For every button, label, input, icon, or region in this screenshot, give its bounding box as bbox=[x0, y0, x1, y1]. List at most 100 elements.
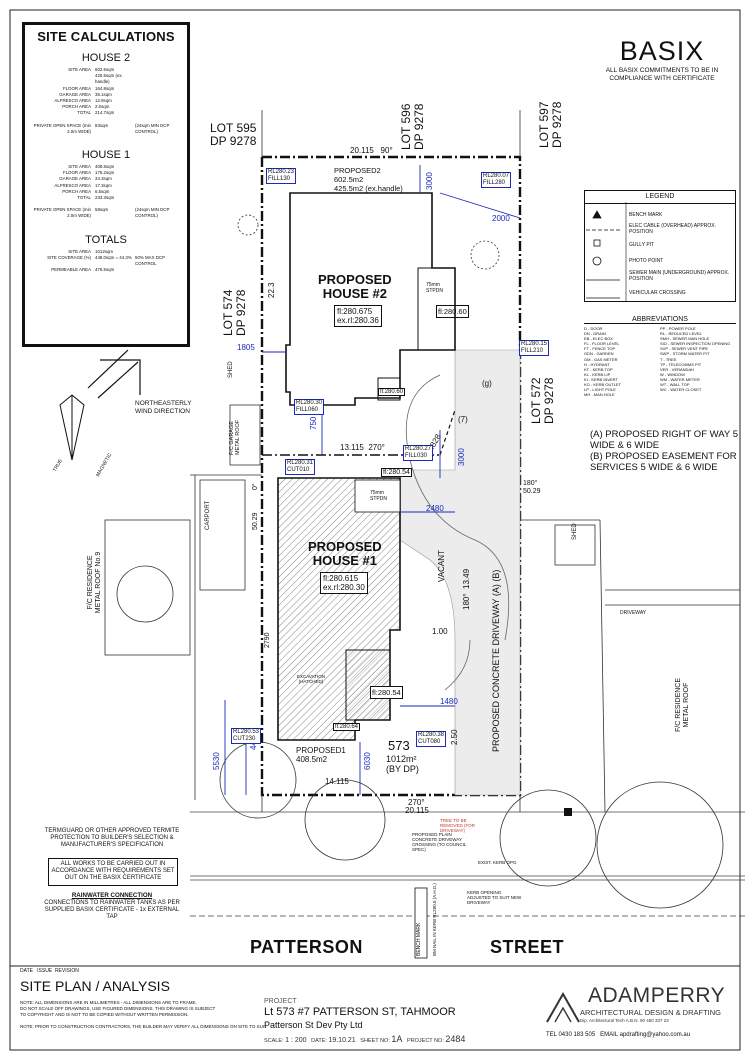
dim-2480: 2480 bbox=[426, 504, 444, 513]
note-a: (A) PROPOSED RIGHT OF WAY 5 WIDE & 6 WID… bbox=[590, 429, 738, 451]
sheet-border bbox=[9, 9, 741, 1051]
rl-tag-9: fl:280.54 bbox=[381, 468, 412, 477]
driveway-label: PROPOSED CONCRETE DRIVEWAY (A) (B) bbox=[491, 569, 501, 752]
gully-pit-icon bbox=[593, 239, 601, 247]
legend-box: LEGEND BENCH MARK ELEC CABLE (OVERHEAD) … bbox=[584, 190, 736, 302]
lot-573-number: 573 bbox=[388, 738, 410, 753]
legend-icons bbox=[586, 210, 620, 299]
dim-3000-top: 3000 bbox=[425, 172, 434, 190]
crossing-note: PROPOSED PLAIN CONCRETE DRIVEWAY CROSSIN… bbox=[412, 832, 467, 852]
label-g: (g) bbox=[482, 379, 492, 388]
house1-fl2: fl:280.54 bbox=[370, 686, 403, 699]
dim-top-boundary: 20.115 90° bbox=[350, 146, 393, 155]
abbreviation-item: KO - KERB OUTLET bbox=[584, 382, 622, 388]
shed-right: SHED bbox=[572, 523, 578, 540]
tree-yard-2 bbox=[237, 214, 259, 236]
shed-left: SHED bbox=[228, 361, 234, 378]
bench-mark-icon bbox=[592, 210, 602, 219]
abbreviation-item: FL - FLOOR LEVEL bbox=[584, 341, 620, 347]
abbreviation-item: GM - GAS METER bbox=[584, 356, 618, 362]
house2-garage bbox=[417, 267, 456, 351]
legend-item: GULLY PIT bbox=[629, 242, 655, 248]
calc-house1-pos: PRIVATE OPEN SPACE (min 2.0m WIDE) 58sqm… bbox=[33, 207, 170, 219]
basix-title: BASIX bbox=[619, 36, 705, 66]
firm-contact: TEL 0430 183 505 EMAIL apdrafting@yahoo.… bbox=[546, 1032, 691, 1038]
legend-item: ELEC CABLE (OVERHEAD) APPROX. POSITION bbox=[629, 223, 716, 235]
calc-house1-heading: HOUSE 1 bbox=[81, 149, 131, 162]
right-of-way-notes: (A) PROPOSED RIGHT OF WAY 5 WIDE & 6 WID… bbox=[590, 429, 740, 474]
abbreviation-item: WM - WATER METER bbox=[660, 376, 700, 382]
revision-headers: DATE ISSUE REVISION bbox=[20, 968, 79, 974]
street-name-right: STREET bbox=[490, 937, 565, 957]
abbreviation-item: MH - MAN HOLE bbox=[584, 392, 615, 398]
calc-row: 425.5sqm (ex. handle) bbox=[95, 73, 123, 85]
tree-left-1 bbox=[116, 565, 174, 623]
abbreviation-item: KL - KERB LIP bbox=[584, 371, 611, 377]
kerb-adjust-note: KERB OPENING ADJUSTED TO SUIT NEW DRIVEW… bbox=[467, 890, 522, 905]
bench-mark-detail: BM NAIL IN KERB RL280.0 (A.H.D.) bbox=[432, 883, 437, 956]
dim-1480: 1480 bbox=[440, 697, 458, 706]
rainwater-title: RAINWATER CONNECTION bbox=[71, 892, 153, 899]
dim-left-bearing: 0° bbox=[252, 483, 259, 490]
dim-left-length: 50.29 bbox=[252, 512, 259, 530]
firm-subtitle-2: Dip. Architectural Tech A.B.N. 90 450 33… bbox=[580, 1018, 669, 1023]
calc-totals-heading: TOTALS bbox=[85, 233, 127, 246]
photo-point-icon bbox=[592, 256, 602, 266]
dim-5530: 5530 bbox=[212, 752, 221, 770]
calc-house2-heading: HOUSE 2 bbox=[81, 52, 131, 64]
dim-1805: 1805 bbox=[237, 343, 255, 352]
house2-slab: 75mm STPDN bbox=[426, 282, 443, 294]
dim-6030: 6030 bbox=[363, 752, 372, 770]
abbreviations-title: ABBREVIATIONS bbox=[584, 316, 736, 324]
fc-residence-right: F/C RESIDENCE METAL ROOF bbox=[675, 677, 690, 733]
abbreviation-item: KI - KERB INVERT bbox=[584, 376, 618, 382]
dim-2790: 2790 bbox=[264, 632, 271, 648]
site-calc-title: SITE CALCULATIONS bbox=[37, 29, 175, 44]
dim-750: 750 bbox=[309, 416, 318, 430]
tree-street-2 bbox=[304, 779, 386, 861]
neighbor-fences bbox=[190, 110, 606, 813]
left-neighbor-house bbox=[104, 404, 261, 656]
lot-573-area: 1012m²(BY DP) bbox=[386, 754, 419, 774]
dim-14115: 14.115 bbox=[325, 777, 349, 786]
note-b: (B) PROPOSED EASEMENT FOR SERVICES 5 WID… bbox=[590, 451, 737, 473]
diag-boundary bbox=[439, 409, 456, 456]
project-meta: SCALE: 1 : 200 DATE: 19.10.21 SHEET NO: … bbox=[264, 1034, 466, 1044]
rl-tag-11: fl:280.60 bbox=[378, 388, 406, 396]
dim-mid-boundary: 13.115 270° bbox=[340, 443, 385, 452]
abbreviation-item: RL - REDUCED LEVEL bbox=[660, 331, 702, 337]
dimension-lines bbox=[224, 165, 521, 795]
tree-yard-1 bbox=[470, 240, 500, 270]
abbreviation-item: SWP - STORM WATER PIT bbox=[660, 351, 710, 357]
abbreviation-item: SVP - SEWER VENT PIPE bbox=[660, 346, 709, 352]
abbreviation-item: H - HYDRANT bbox=[584, 361, 610, 367]
abbreviation-item: VER - VERANDAH bbox=[660, 366, 695, 372]
abbreviation-item: GDN - GARDEN bbox=[584, 351, 614, 357]
bench-mark-label: BENCH MARK bbox=[416, 922, 422, 956]
fc-garage-label: F/C GARAGE METAL ROOF bbox=[229, 419, 241, 455]
abbreviation-item: T - TREE bbox=[660, 356, 677, 362]
tree-street-4 bbox=[596, 781, 724, 909]
abbreviation-item: EB - ELEC BOX bbox=[584, 336, 613, 342]
